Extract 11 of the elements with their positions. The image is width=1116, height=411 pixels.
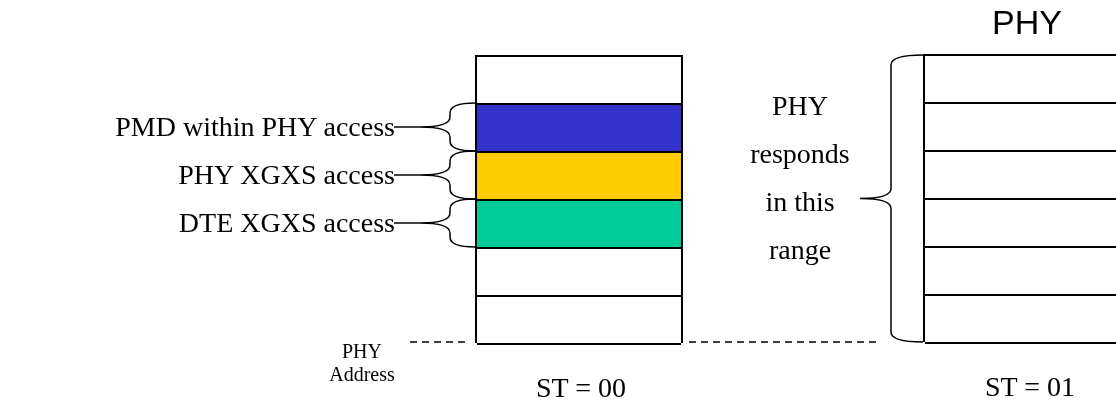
annotation-text: PHY XGXS access bbox=[178, 158, 395, 192]
register-row bbox=[477, 153, 681, 201]
annotation-text: DTE XGXS access bbox=[178, 206, 395, 240]
register-row bbox=[477, 201, 681, 249]
annotation-text: PHY responds in this range bbox=[749, 89, 851, 267]
column-heading: PHY bbox=[991, 2, 1063, 42]
annotation-text: PHY Address bbox=[328, 340, 396, 386]
register-row bbox=[477, 105, 681, 153]
column-caption: ST = 00 bbox=[535, 371, 627, 405]
annotation-text: PMD within PHY access bbox=[115, 110, 395, 144]
column-caption: ST = 01 bbox=[984, 370, 1076, 404]
